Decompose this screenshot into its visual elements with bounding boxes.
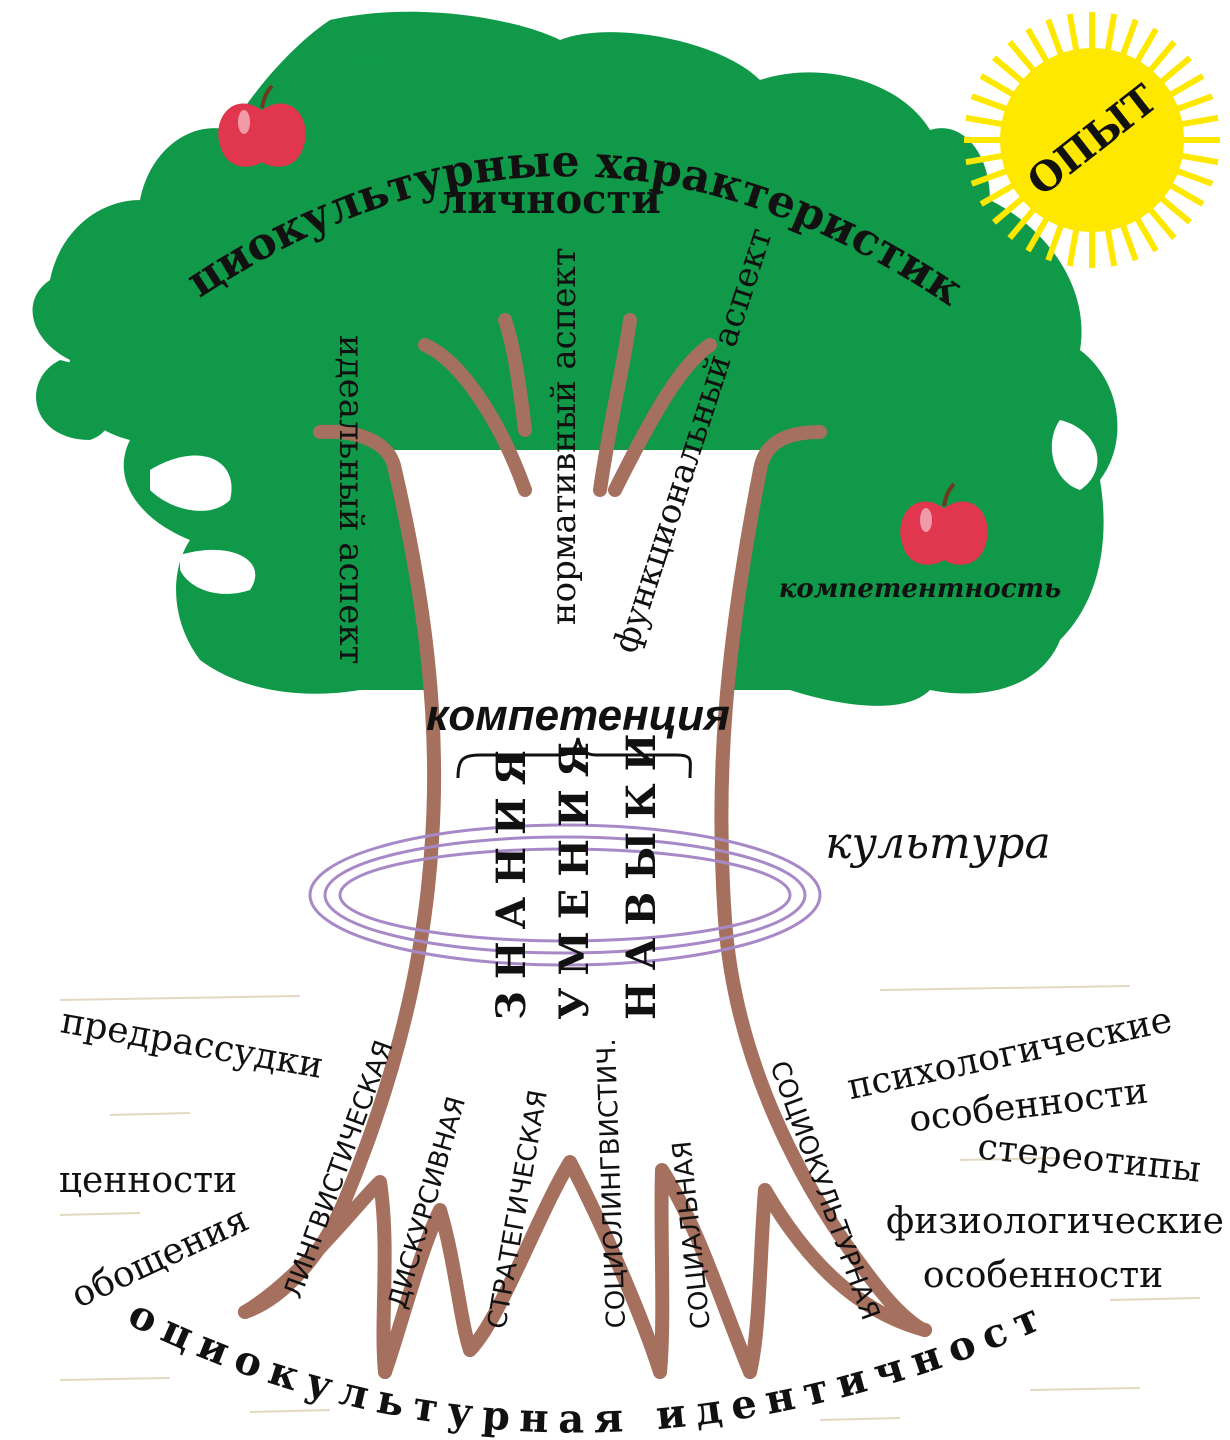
sun-ray (1119, 222, 1138, 262)
sun-ray (980, 73, 1018, 98)
sun-ray (1104, 226, 1117, 266)
sun-ray (1067, 226, 1080, 266)
sun-ray (1178, 115, 1218, 128)
left-factor-prejudices: предрассудки (58, 1000, 326, 1086)
sun-ray (965, 115, 1005, 128)
sun-ray (1180, 137, 1220, 143)
sun-ray (971, 93, 1011, 112)
right-factor-stereotypes: стереотипы (976, 1126, 1203, 1190)
aspect-normative: нормативный аспект (544, 247, 584, 625)
sun-ray (1133, 215, 1158, 253)
sun-ray (1167, 181, 1205, 206)
competence-label: компетентность (779, 574, 1061, 604)
sun-ray (1025, 28, 1050, 66)
sun-ray (1133, 28, 1158, 66)
aspect-ideal: идеальный аспект (331, 335, 371, 664)
sun-ray (1045, 19, 1064, 59)
sun-ray (1089, 12, 1095, 52)
trunk-word-habits: НАВЫКИ (618, 722, 665, 1020)
sun-ray (964, 137, 1004, 143)
sun-ray (1104, 13, 1117, 53)
crown-subtitle: личности (439, 176, 661, 223)
trunk-word-skills: УМЕНИЯ (551, 730, 598, 1020)
right-factor-features-2: особенности (923, 1255, 1163, 1296)
sun-ray (1067, 13, 1080, 53)
sun-ray (1174, 93, 1214, 112)
right-factor-physiological: физиологические (886, 1201, 1224, 1242)
sun-ray (1089, 228, 1095, 268)
sun-ray (1178, 152, 1218, 165)
sun-ray (1119, 19, 1138, 59)
culture-label: культура (825, 818, 1050, 869)
left-factor-values: ценности (59, 1160, 237, 1201)
trunk-word-knowledge: ЗНАНИЯ (488, 738, 535, 1020)
sun-ray (1167, 73, 1205, 98)
sun-ray (1174, 167, 1214, 186)
